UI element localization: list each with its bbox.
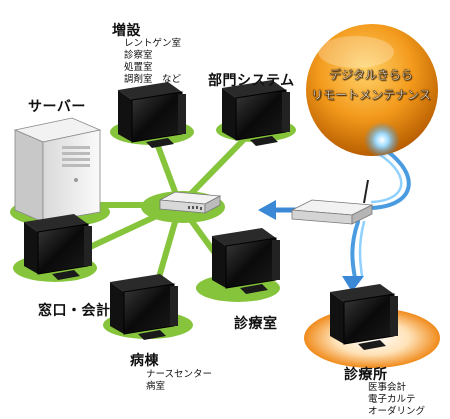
label-extension: 増設 <box>112 23 141 39</box>
clinic-item: 医事会計 <box>368 382 407 393</box>
arrow-to-hub <box>258 200 276 220</box>
label-server: サーバー <box>28 99 86 115</box>
remote-title-line1: デジタルきらら <box>329 68 413 82</box>
remote-title-line2: リモートメンテナンス <box>311 88 431 102</box>
label-department: 部門システム <box>208 73 295 89</box>
monitor-ward <box>110 274 178 340</box>
extension-item: 調剤室 など <box>124 74 182 85</box>
remote-sphere-glow <box>364 122 400 158</box>
label-exam-room: 診療室 <box>234 316 278 332</box>
label-reception: 窓口・会計 <box>38 303 111 319</box>
extension-item: レントゲン室 <box>124 38 182 49</box>
extension-item: 処置室 <box>124 62 153 73</box>
label-ward: 病棟 <box>130 353 159 369</box>
clinic-item: オーダリング <box>368 406 426 417</box>
ward-item: ナースセンター <box>146 369 213 380</box>
server-tower <box>13 117 102 223</box>
router <box>290 179 374 225</box>
monitor-department <box>222 80 290 146</box>
monitor-exam-room <box>212 228 280 294</box>
extension-item: 診察室 <box>124 50 153 61</box>
arrow-to-clinic <box>342 276 364 292</box>
network-switch <box>158 191 222 214</box>
remote-sphere <box>306 24 438 156</box>
monitor-reception <box>24 214 92 280</box>
ward-item: 病室 <box>146 381 166 392</box>
monitor-clinic <box>330 284 398 350</box>
monitor-extension <box>118 82 186 148</box>
clinic-item: 電子カルテ <box>368 394 416 405</box>
label-clinic: 診療所 <box>344 367 388 383</box>
